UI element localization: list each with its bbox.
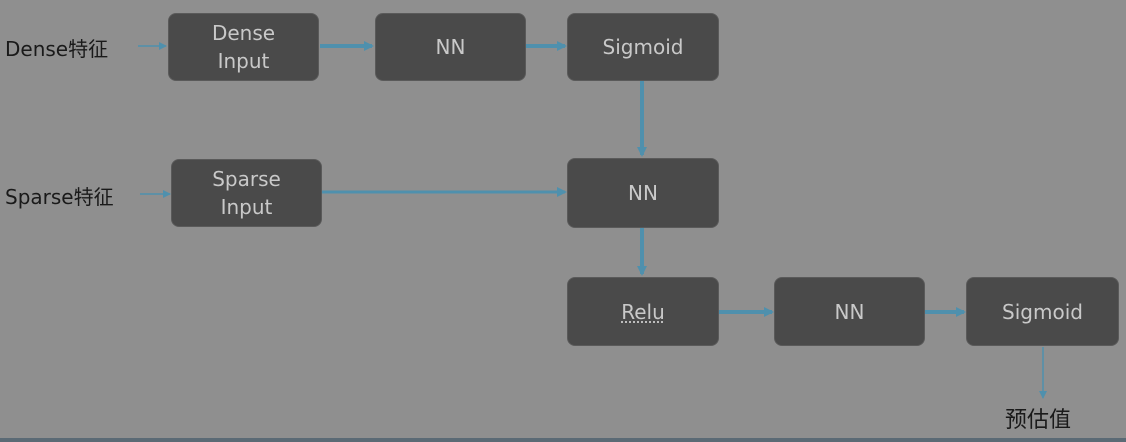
sigmoid-bottom-node: Sigmoid [966,277,1119,346]
dense-input-node: Dense Input [168,13,319,81]
dense-input-line-2: Input [217,49,270,73]
nn-top-label: NN [435,35,466,59]
sigmoid-bottom-label: Sigmoid [1002,299,1083,324]
sparse-feature-label: Sparse特征 [5,185,114,209]
relu-node: Relu [567,277,719,346]
relu-label: Relu [621,299,665,324]
bottom-edge-strip [0,438,1126,442]
nn-bottom-node: NN [774,277,925,346]
dense-feature-label: Dense特征 [5,37,109,61]
sigmoid-top-node: Sigmoid [567,13,719,81]
nn-bottom-label: NN [834,299,865,324]
nn-top-node: NN [375,13,526,81]
prediction-label: 预估值 [1005,408,1072,433]
nn-middle-label: NN [628,181,658,205]
nn-middle-node: NN [567,158,719,228]
sparse-input-node: Sparse Input [171,159,322,227]
sparse-input-line-2: Input [220,195,273,219]
sparse-input-line-1: Sparse [212,167,281,191]
dense-input-line-1: Dense [211,21,276,45]
sigmoid-top-label: Sigmoid [602,35,684,59]
